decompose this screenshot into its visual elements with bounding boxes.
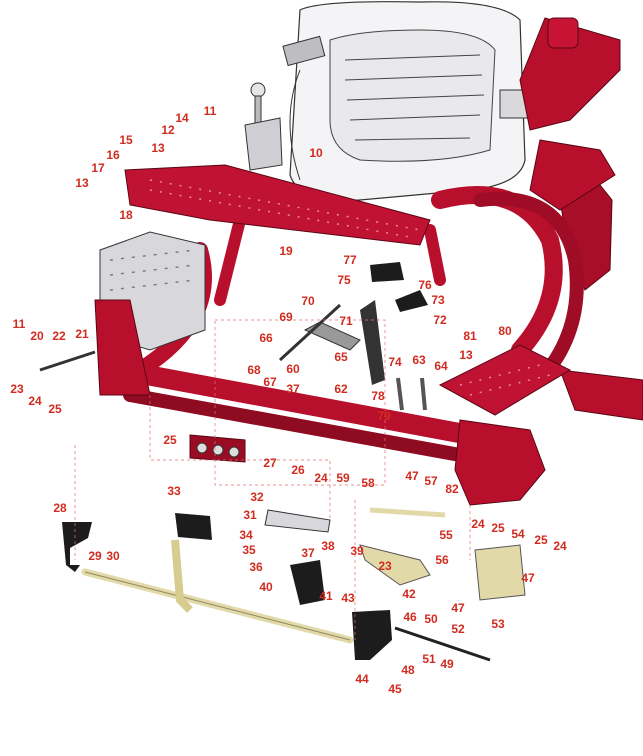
callout-18: 18 bbox=[119, 208, 133, 222]
callout-68: 68 bbox=[247, 363, 261, 377]
callout-39: 39 bbox=[350, 544, 364, 558]
pivot-bracket bbox=[189, 434, 246, 463]
callout-42: 42 bbox=[402, 587, 416, 601]
seat bbox=[282, 1, 536, 202]
callout-32: 32 bbox=[250, 490, 264, 504]
callout-77: 77 bbox=[343, 253, 357, 267]
right-footplate bbox=[438, 344, 572, 506]
callout-47: 47 bbox=[451, 601, 465, 615]
callout-58: 58 bbox=[361, 476, 375, 490]
callout-54: 54 bbox=[511, 527, 525, 541]
callout-43: 43 bbox=[341, 591, 355, 605]
callout-14: 14 bbox=[175, 111, 189, 125]
callout-25: 25 bbox=[491, 521, 505, 535]
callout-33: 33 bbox=[167, 484, 181, 498]
callout-13: 13 bbox=[459, 348, 473, 362]
callout-47: 47 bbox=[521, 571, 535, 585]
callout-48: 48 bbox=[401, 663, 415, 677]
callout-15: 15 bbox=[119, 133, 133, 147]
callout-70: 70 bbox=[301, 294, 315, 308]
callout-25: 25 bbox=[48, 402, 62, 416]
callout-11: 11 bbox=[203, 104, 217, 118]
callout-59: 59 bbox=[336, 471, 350, 485]
callout-44: 44 bbox=[355, 672, 369, 686]
callout-74: 74 bbox=[388, 355, 402, 369]
callout-55: 55 bbox=[439, 528, 453, 542]
callout-26: 26 bbox=[291, 463, 305, 477]
callout-17: 17 bbox=[91, 161, 105, 175]
callout-23: 23 bbox=[378, 559, 392, 573]
callout-24: 24 bbox=[28, 394, 42, 408]
callout-63: 63 bbox=[412, 353, 426, 367]
shift-lever bbox=[244, 82, 283, 171]
callout-13: 13 bbox=[75, 176, 89, 190]
callout-47: 47 bbox=[405, 469, 419, 483]
callout-21: 21 bbox=[75, 327, 89, 341]
callout-30: 30 bbox=[106, 549, 120, 563]
callout-72: 72 bbox=[433, 313, 447, 327]
callout-64: 64 bbox=[434, 359, 448, 373]
callout-13: 13 bbox=[151, 141, 165, 155]
callout-80: 80 bbox=[498, 324, 512, 338]
callout-25: 25 bbox=[534, 533, 548, 547]
callout-16: 16 bbox=[106, 148, 120, 162]
callout-37: 37 bbox=[286, 382, 300, 396]
callout-31: 31 bbox=[243, 508, 257, 522]
callout-19: 19 bbox=[279, 244, 293, 258]
callout-29: 29 bbox=[88, 549, 102, 563]
callout-71: 71 bbox=[339, 314, 353, 328]
callout-57: 57 bbox=[424, 474, 438, 488]
callout-37: 37 bbox=[301, 546, 315, 560]
callout-24: 24 bbox=[471, 517, 485, 531]
callout-40: 40 bbox=[259, 580, 273, 594]
callout-65: 65 bbox=[334, 350, 348, 364]
callout-35: 35 bbox=[242, 543, 256, 557]
callout-69: 69 bbox=[279, 310, 293, 324]
callout-78: 78 bbox=[371, 389, 385, 403]
callout-12: 12 bbox=[161, 123, 175, 137]
callout-75: 75 bbox=[337, 273, 351, 287]
callout-24: 24 bbox=[553, 539, 567, 553]
callout-50: 50 bbox=[424, 612, 438, 626]
callout-20: 20 bbox=[30, 329, 44, 343]
callout-76: 76 bbox=[418, 278, 432, 292]
callout-66: 66 bbox=[259, 331, 273, 345]
callout-53: 53 bbox=[491, 617, 505, 631]
callout-52: 52 bbox=[451, 622, 465, 636]
callout-22: 22 bbox=[52, 329, 66, 343]
callout-27: 27 bbox=[263, 456, 277, 470]
callout-23: 23 bbox=[10, 382, 24, 396]
callout-10: 10 bbox=[309, 146, 323, 160]
callout-81: 81 bbox=[463, 329, 477, 343]
callout-49: 49 bbox=[440, 657, 454, 671]
callout-45: 45 bbox=[388, 682, 402, 696]
callout-24: 24 bbox=[314, 471, 328, 485]
callout-67: 67 bbox=[263, 375, 277, 389]
footrest-plate bbox=[124, 164, 431, 246]
callout-79: 79 bbox=[377, 409, 391, 423]
callout-28: 28 bbox=[53, 501, 67, 515]
callout-51: 51 bbox=[422, 652, 436, 666]
leader-lines bbox=[74, 319, 471, 640]
callout-46: 46 bbox=[403, 610, 417, 624]
callout-38: 38 bbox=[321, 539, 335, 553]
callout-82: 82 bbox=[445, 482, 459, 496]
hardware-parts bbox=[39, 262, 526, 662]
callout-73: 73 bbox=[431, 293, 445, 307]
callout-36: 36 bbox=[249, 560, 263, 574]
callout-34: 34 bbox=[239, 528, 253, 542]
callout-56: 56 bbox=[435, 553, 449, 567]
callout-60: 60 bbox=[286, 362, 300, 376]
callout-25: 25 bbox=[163, 433, 177, 447]
callout-62: 62 bbox=[334, 382, 348, 396]
callout-11: 11 bbox=[12, 317, 26, 331]
callout-41: 41 bbox=[319, 589, 333, 603]
